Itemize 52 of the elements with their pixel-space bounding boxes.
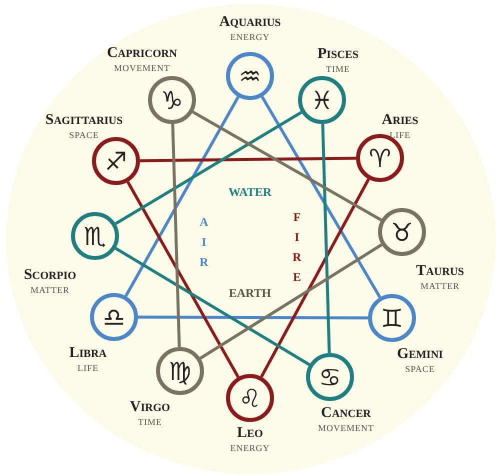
sign-quality: ENERGY bbox=[230, 33, 270, 42]
zodiac-symbol: ♎ bbox=[102, 304, 126, 330]
sign-quality: MATTER bbox=[30, 286, 70, 295]
sign-quality: MOVEMENT bbox=[318, 424, 374, 433]
element-label: AIR bbox=[198, 215, 210, 275]
connector-line bbox=[140, 156, 356, 162]
sign-quality: LIFE bbox=[390, 131, 410, 140]
zodiac-symbol: ♓ bbox=[310, 88, 334, 112]
sign-quality: TIME bbox=[326, 65, 350, 74]
sign-name: Cancer bbox=[321, 406, 371, 421]
connector-line bbox=[171, 124, 181, 348]
sign-name: Aries bbox=[382, 113, 418, 128]
sign-name: Libra bbox=[69, 346, 107, 361]
zodiac-symbol: ♍ bbox=[168, 358, 192, 384]
sign-name: Aquarius bbox=[219, 15, 281, 30]
element-label: FIRE bbox=[291, 210, 303, 290]
sign-name: Gemini bbox=[397, 347, 443, 362]
connector-line bbox=[124, 96, 240, 297]
connector-line bbox=[138, 316, 368, 320]
sign-quality: MOVEMENT bbox=[114, 64, 170, 73]
element-label: WATER bbox=[228, 186, 272, 198]
sign-name: Taurus bbox=[416, 264, 464, 279]
element-label: EARTH bbox=[228, 287, 272, 299]
zodiac-symbol: ♊ bbox=[380, 306, 404, 330]
sign-name: Leo bbox=[237, 426, 263, 441]
zodiac-symbol: ♌ bbox=[238, 386, 262, 410]
zodiac-symbol: ♈ bbox=[368, 146, 392, 170]
sign-quality: SPACE bbox=[405, 365, 435, 374]
zodiac-symbol: ♉ bbox=[390, 220, 414, 244]
sign-quality: TIME bbox=[138, 418, 162, 427]
sign-quality: MATTER bbox=[420, 282, 460, 291]
sign-name: Pisces bbox=[318, 47, 358, 62]
zodiac-symbol: ♋ bbox=[318, 364, 342, 390]
connector-line bbox=[192, 110, 382, 222]
connector-line bbox=[260, 178, 370, 378]
connector-line bbox=[126, 181, 240, 378]
sign-name: Virgo bbox=[130, 400, 170, 415]
zodiac-symbol: ♐ bbox=[104, 148, 128, 174]
zodiac-symbol: ♑ bbox=[160, 88, 184, 112]
connector-line bbox=[321, 124, 331, 354]
zodiac-symbol: ♒ bbox=[238, 64, 262, 88]
sign-name: Sagittarius bbox=[45, 113, 123, 128]
connector-line bbox=[260, 96, 382, 298]
sign-name: Scorpio bbox=[24, 268, 76, 283]
connector-line bbox=[200, 243, 382, 360]
connector-line bbox=[114, 111, 302, 225]
sign-quality: SPACE bbox=[69, 131, 99, 140]
zodiac-symbol: ♏ bbox=[84, 224, 106, 248]
connector-line bbox=[114, 247, 310, 366]
sign-quality: ENERGY bbox=[230, 444, 270, 453]
sign-name: Capricorn bbox=[106, 46, 178, 61]
sign-quality: LIFE bbox=[78, 364, 98, 373]
